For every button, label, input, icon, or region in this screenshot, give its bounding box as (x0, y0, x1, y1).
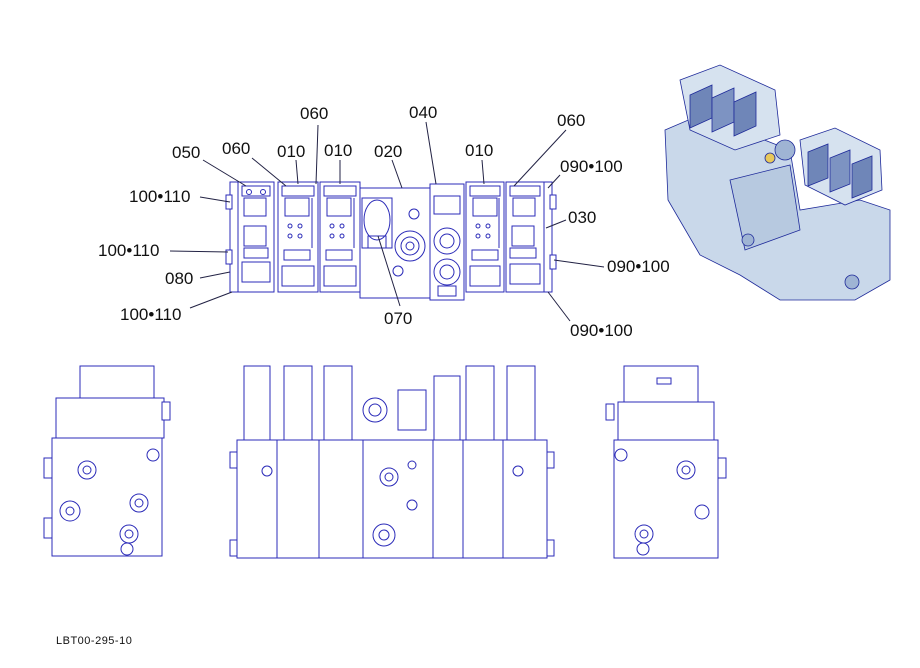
side-view-left (43, 365, 171, 557)
side-view-right (605, 365, 727, 559)
callout-100-110-a: 100•110 (129, 187, 190, 206)
solenoid-module-2 (277, 181, 319, 293)
callout-labels: 050 060 060 010 010 020 040 010 060 090•… (98, 103, 670, 340)
callout-010-a: 010 (277, 142, 305, 161)
top-view-valve-block (225, 181, 557, 301)
center-body (359, 187, 431, 299)
callout-060-c: 060 (557, 111, 585, 130)
callout-100-110-c: 100•110 (120, 305, 181, 324)
solenoid-module-right (505, 181, 545, 293)
callout-010-c: 010 (465, 141, 493, 160)
callout-010-b: 010 (324, 141, 352, 160)
callout-030: 030 (568, 208, 596, 227)
callout-100-110-b: 100•110 (98, 241, 159, 260)
callout-060-a: 060 (222, 139, 250, 158)
solenoid-module-5 (465, 181, 505, 293)
solenoid-module-3 (319, 181, 361, 293)
callout-020: 020 (374, 142, 402, 161)
callout-090-100-b: 090•100 (607, 257, 670, 276)
callout-070: 070 (384, 309, 412, 328)
isometric-view (664, 64, 891, 301)
callout-060-b: 060 (300, 104, 328, 123)
front-view (229, 365, 555, 559)
pressure-switch-block (429, 183, 465, 301)
callout-050: 050 (172, 143, 200, 162)
solenoid-module-left (237, 181, 275, 293)
callout-090-100-a: 090•100 (560, 157, 623, 176)
drawing-code: LBT00-295-10 (56, 635, 132, 647)
callout-090-100-c: 090•100 (570, 321, 633, 340)
callout-080: 080 (165, 269, 193, 288)
leader-lines (169, 121, 605, 322)
callout-040: 040 (409, 103, 437, 122)
